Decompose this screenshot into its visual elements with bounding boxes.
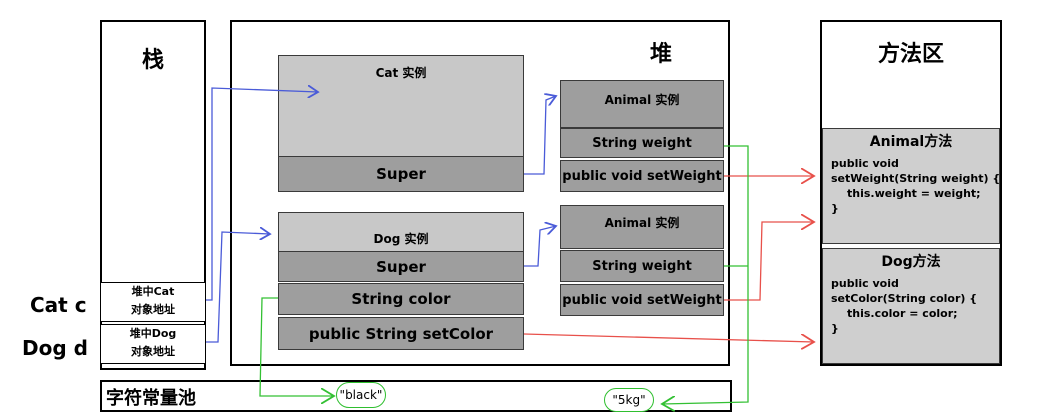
ref-dog-label: Dog d <box>22 336 88 360</box>
arrow-setweight-2 <box>724 222 814 301</box>
constant-black: "black" <box>336 382 386 408</box>
stack-cell-cat: 堆中Cat 对象地址 <box>100 282 206 322</box>
stack-cell-cat-line1: 堆中Cat <box>131 285 175 298</box>
animal-methods: Animal方法 public void setWeight(String we… <box>822 128 1000 244</box>
animal-method-line: } <box>831 202 839 215</box>
dog-instance: Dog 实例 <box>278 212 524 252</box>
animal-instance-1-field: String weight <box>560 128 724 158</box>
dog-super: Super <box>278 251 524 282</box>
method-area-title: 方法区 <box>877 42 944 67</box>
animal-method-line: setWeight(String weight) { <box>831 172 1001 185</box>
heap-title: 堆 <box>650 42 673 67</box>
ref-cat-label: Cat c <box>30 293 87 317</box>
stack-title: 栈 <box>141 48 164 73</box>
stack-cell-cat-line2: 对象地址 <box>131 303 175 316</box>
dog-methods: Dog方法 public void setColor(String color)… <box>822 248 1000 364</box>
stack-cell-dog-line1: 堆中Dog <box>129 327 177 340</box>
constant-pool-title: 字符常量池 <box>106 388 196 409</box>
cat-super: Super <box>278 156 524 192</box>
dog-method-line: public void <box>831 277 899 290</box>
dog-instance-title: Dog 实例 <box>373 232 429 246</box>
dog-methods-title: Dog方法 <box>881 254 941 270</box>
constant-5kg: "5kg" <box>604 388 654 412</box>
animal-methods-title: Animal方法 <box>869 134 953 150</box>
animal-method-line: this.weight = weight; <box>847 187 981 200</box>
animal-instance-1-method: public void setWeight <box>560 160 724 192</box>
stack-cell-dog-line2: 对象地址 <box>131 345 175 358</box>
dog-method-line: this.color = color; <box>847 307 958 320</box>
animal-instance-2-method: public void setWeight <box>560 284 724 316</box>
dog-method-line: setColor(String color) { <box>831 292 978 305</box>
animal-instance-2-field: String weight <box>560 250 724 282</box>
dog-field-color: String color <box>278 283 524 315</box>
dog-method-line: } <box>831 322 839 335</box>
stack-cell-dog: 堆中Dog 对象地址 <box>100 324 206 364</box>
animal-method-line: public void <box>831 157 899 170</box>
dog-method-setcolor: public String setColor <box>278 317 524 350</box>
animal-instance-2-title: Animal 实例 <box>560 205 724 249</box>
cat-instance-title: Cat 实例 <box>375 66 427 80</box>
animal-instance-1-title: Animal 实例 <box>560 80 724 128</box>
